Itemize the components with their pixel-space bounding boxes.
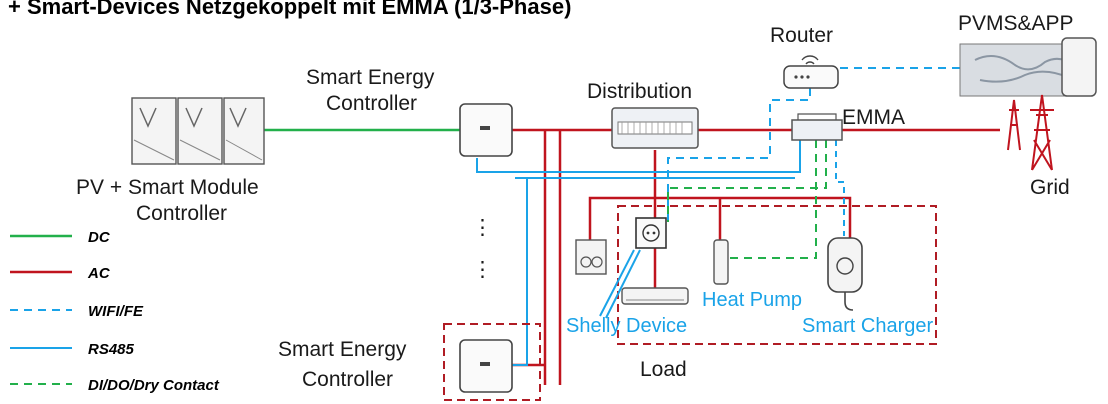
load-dashed-box (617, 205, 937, 345)
page-title: + Smart-Devices Netzgekoppelt mit EMMA (… (8, 0, 571, 19)
ev-charger-icon (827, 237, 863, 311)
legend-wifi: WIFI/FE (88, 303, 144, 320)
heat-pump-icon (713, 239, 729, 285)
sec-top-label-2: Controller (326, 92, 417, 115)
distribution-label: Distribution (587, 80, 692, 103)
heat-pump-label: Heat Pump (702, 289, 802, 311)
shelly-pointer-1 (605, 249, 641, 319)
legend-dido: DI/DO/Dry Contact (88, 377, 220, 394)
pv-label-2: Controller (136, 202, 227, 225)
inverter-top-icon (459, 103, 513, 157)
dido-line-1 (667, 140, 827, 222)
grid-label: Grid (1030, 176, 1070, 199)
ellipsis-1: ⋮ (472, 216, 493, 239)
pv-label-1: PV + Smart Module (76, 176, 259, 199)
router-label: Router (770, 24, 833, 47)
legend: DC AC WIFI/FE RS485 DI/DO/Dry Contact (10, 229, 220, 394)
washing-machine-icon (575, 239, 607, 275)
shelly-socket-icon (635, 217, 667, 249)
inverter-bottom-icon (459, 339, 513, 393)
load-label: Load (640, 358, 687, 381)
shelly-label: Shelly Device (566, 315, 687, 337)
ellipsis-2: ⋮ (472, 258, 493, 281)
rs485-line-1 (476, 138, 801, 173)
smart-charger-label: Smart Charger (802, 315, 933, 337)
dido-line-2 (730, 140, 817, 259)
router-icon (783, 55, 839, 89)
grid-tower-icon (1007, 94, 1054, 171)
dido-line-3 (835, 140, 845, 236)
sec-top-label-1: Smart Energy (306, 66, 435, 89)
distribution-board-icon (611, 107, 699, 149)
sec-bottom-label-1: Smart Energy (278, 338, 407, 361)
pv-array-icon (131, 97, 265, 165)
air-conditioner-icon (621, 287, 689, 305)
emma-icon (791, 113, 843, 141)
inverter-bottom-dashed-box (443, 323, 541, 401)
emma-label: EMMA (842, 106, 905, 129)
legend-dc: DC (88, 229, 111, 246)
legend-rs485: RS485 (88, 341, 135, 358)
rs485-line-2 (512, 177, 528, 366)
sec-bottom-label-2: Controller (302, 368, 393, 391)
shelly-pointer-2 (599, 249, 635, 317)
pvms-monitor-icon (959, 37, 1097, 97)
pvms-label: PVMS&APP (958, 12, 1074, 35)
legend-ac: AC (87, 265, 111, 282)
